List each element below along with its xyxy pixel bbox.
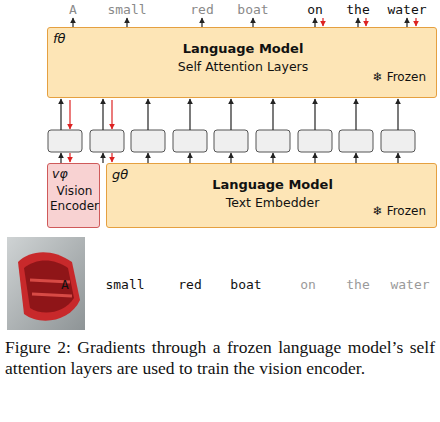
token-boxes [48, 130, 415, 152]
model-symbol: fθ [53, 31, 66, 46]
output-token: small [107, 2, 146, 17]
vision-encoder-box: vφVision Encoder [47, 163, 100, 228]
model-title: Language Model [48, 41, 438, 56]
input-token: boat [230, 277, 261, 292]
gradient-arrows [323, 18, 416, 26]
embedder-symbol: gθ [112, 167, 128, 182]
output-token: the [346, 2, 369, 17]
encoder-title: Vision Encoder [48, 184, 101, 214]
forward-arrows [61, 99, 398, 163]
input-token: red [178, 277, 201, 292]
input-token: water [390, 277, 429, 292]
figure-caption: Figure 2: Gradients through a frozen lan… [5, 337, 435, 378]
output-token: boat [237, 2, 268, 17]
frozen-embedder-box: gθLanguage ModelText Embedder❄ Frozen [106, 163, 437, 228]
caption-text: Figure 2: Gradients through a frozen lan… [5, 337, 435, 378]
input-token: on [300, 277, 316, 292]
embedder-title: Language Model [107, 177, 438, 192]
output-token: water [387, 2, 426, 17]
output-arrows [73, 18, 407, 27]
output-token: on [307, 2, 323, 17]
boat-photo [7, 237, 85, 330]
encoder-symbol: vφ [52, 166, 68, 181]
frozen-attention-box: fθLanguage ModelSelf Attention Layers❄ F… [47, 27, 437, 98]
frozen-tag: ❄ Frozen [373, 70, 426, 84]
input-token: A [61, 277, 69, 292]
input-token: small [105, 277, 144, 292]
input-token: the [346, 277, 369, 292]
gradient-arrows-lower [70, 100, 112, 162]
output-token: red [190, 2, 213, 17]
output-token: A [69, 2, 77, 17]
frozen-tag: ❄ Frozen [373, 204, 426, 218]
